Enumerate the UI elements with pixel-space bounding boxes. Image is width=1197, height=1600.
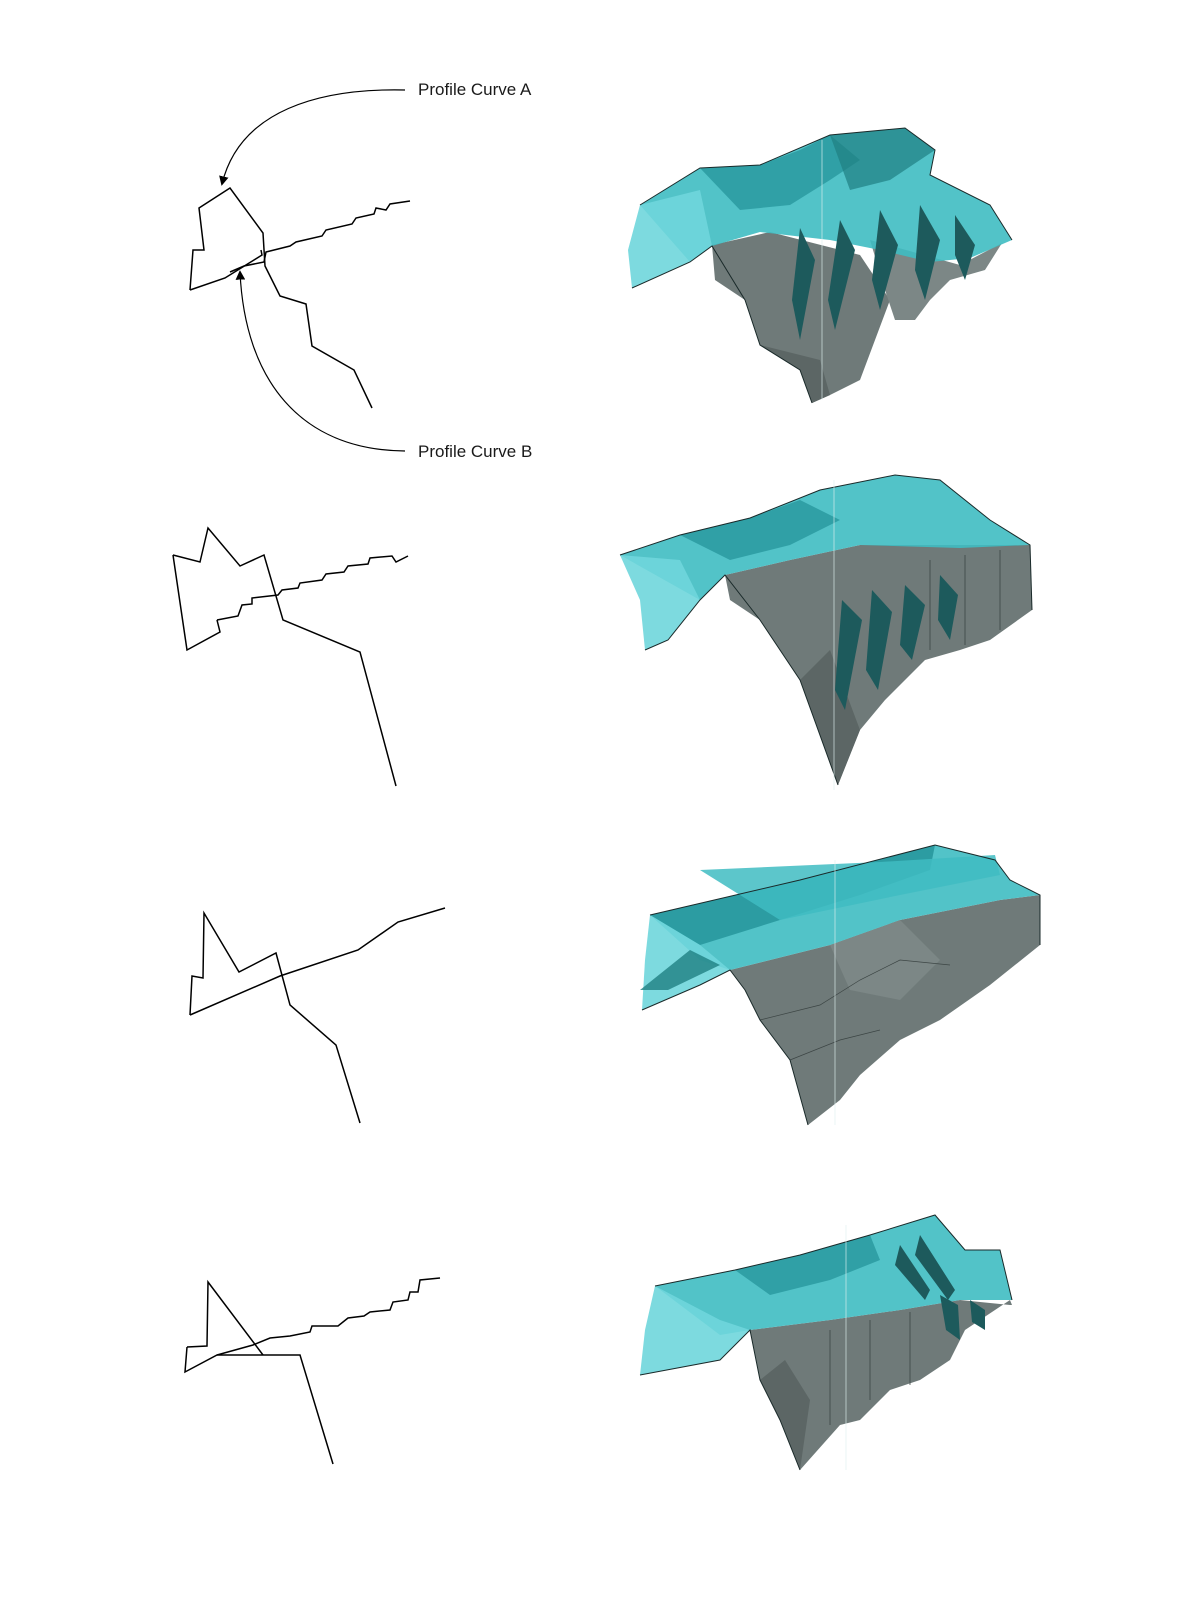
- row-3-profile-curve-b: [189, 907, 446, 1016]
- row-1-profile-curve-a: [189, 186, 373, 409]
- row-2-profile-curve-b: [216, 555, 409, 621]
- row-4-profile-curve-a: [184, 1346, 334, 1465]
- leader-arrow-b: [235, 270, 406, 452]
- row-4-profiles: [184, 1277, 441, 1465]
- label-profile-curve-b: Profile Curve B: [418, 442, 533, 461]
- row-2-profile-curve-a-left: [172, 554, 221, 652]
- row-3-surface: [640, 844, 1041, 1126]
- row-2-profile-curve-a: [172, 526, 397, 787]
- row-2-profiles: [172, 526, 409, 787]
- leader-arrow-a: [219, 89, 406, 186]
- row-2-surface: [619, 474, 1033, 790]
- row-3-profile-curve-a: [189, 910, 361, 1124]
- row-4-profile-curve-a-spike: [186, 1279, 264, 1356]
- row-4-profile-curve-b: [216, 1277, 441, 1356]
- row-4-surface: [639, 1214, 1013, 1471]
- row-1-profiles: [189, 89, 411, 452]
- label-profile-curve-a: Profile Curve A: [418, 80, 532, 99]
- row-1-profile-curve-a-return: [189, 249, 263, 291]
- row-1-surface: [628, 127, 1013, 404]
- row-1-profile-curve-b: [229, 200, 411, 273]
- row-3-profiles: [189, 907, 446, 1124]
